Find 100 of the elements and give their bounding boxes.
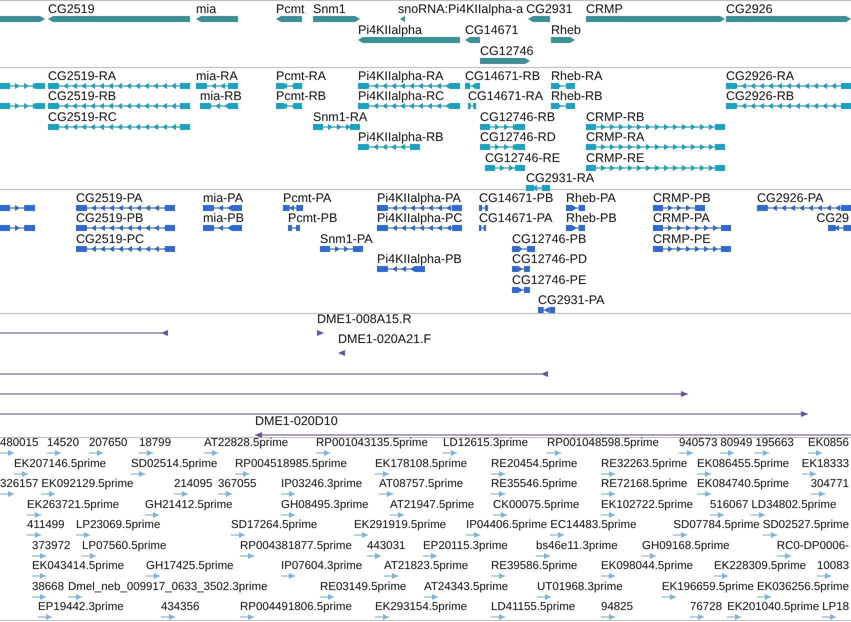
feature-label: 14520	[47, 437, 79, 450]
feature-label: Pcmt-PB	[288, 212, 338, 226]
feature-label: EP20115.3prime	[423, 540, 508, 552]
feature-label: CG2931	[526, 3, 573, 17]
feature-label: EK207146.5prime	[14, 458, 106, 470]
feature-label: Pcmt-RA	[276, 70, 326, 84]
feature-label: CG12746-PE	[512, 274, 586, 288]
feature-label: 38668	[32, 580, 64, 594]
feature-label: 373972	[32, 540, 70, 552]
feature-label: Snm1	[313, 3, 346, 17]
feature-label: CG29	[816, 212, 849, 226]
feature-label: 304771	[810, 478, 849, 491]
feature-label: Pi4KIIalpha	[358, 24, 422, 38]
feature-label: EC14483.5prime	[550, 519, 637, 532]
feature-label: EK043414.5prime	[32, 560, 124, 573]
feature-label: EK084740.5prime	[697, 478, 790, 491]
feature-label: EK201040.5prime	[727, 601, 820, 614]
feature-label: RP004491806.5prime	[240, 601, 352, 614]
feature-label: EP19442.3prime	[38, 601, 124, 614]
feature-label: SD02514.5prime	[131, 458, 218, 470]
feature-label: Rheb-RA	[551, 70, 602, 84]
feature-label: CG12746-RE	[485, 152, 560, 166]
feature-label: RP001048598.5prime	[547, 437, 659, 450]
feature-label: RE20454.5prime	[491, 458, 578, 470]
feature-label: CRMP-PB	[653, 192, 711, 206]
feature-label: CG2926	[726, 3, 773, 17]
feature-label: EK0856	[808, 437, 849, 450]
feature-label: DME1-020D10	[255, 415, 338, 429]
feature-label: RP004518985.5prime	[235, 458, 347, 470]
feature-label: AT21823.5prime	[384, 560, 468, 573]
feature-label: LD41155.5prime	[491, 601, 576, 614]
feature-label: 18799	[139, 437, 171, 450]
feature-label: AT22828.5prime	[204, 437, 288, 450]
feature-label: GH21412.5prime	[145, 498, 233, 512]
feature-label: Pi4KIIalpha-PB	[377, 253, 462, 267]
feature-label: CG14671	[465, 24, 519, 38]
feature-label: GH09168.5prime	[642, 540, 730, 552]
feature-label: AT21947.5prime	[390, 498, 474, 512]
feature-label: LD12615.3prime	[443, 437, 528, 450]
feature-label: DME1-020A21.F	[338, 333, 432, 347]
feature-label: mia	[196, 3, 216, 17]
feature-label: mia-PB	[203, 212, 244, 226]
feature-label: CRMP-RE	[586, 152, 644, 166]
feature-label: SD07784.5prime	[673, 519, 760, 532]
feature-label: Snm1-RA	[313, 110, 368, 125]
feature-label: CG14671-PA	[479, 212, 552, 226]
feature-label: CG2931-PA	[538, 294, 604, 308]
feature-label: CG2519-RC	[48, 110, 117, 125]
feature-label: EK196659.5prime	[662, 580, 754, 594]
feature-label: CG12746-PB	[512, 232, 586, 247]
feature-label: 94825	[601, 601, 633, 614]
feature-label: IP07604.3prime	[281, 560, 362, 573]
feature-label: CG2519-RB	[48, 90, 116, 104]
feature-label: EK092129.5prime	[41, 478, 134, 491]
feature-label: LP23069.5prime	[76, 519, 160, 532]
feature-label: 367055	[218, 478, 256, 491]
feature-label: CG2926-PA	[757, 192, 824, 206]
feature-label: EK102722.5prime	[601, 498, 694, 512]
feature-label: EK263721.5prime	[27, 498, 120, 512]
feature-label: RC0-DP0006-	[776, 540, 849, 552]
feature-label: EK086455.5prime	[697, 458, 790, 470]
feature-label: Pi4KIIalpha-RB	[358, 131, 444, 145]
feature-label: SD17264.5prime	[231, 519, 318, 532]
feature-label: 80949	[720, 437, 752, 450]
feature-label: UT01968.3prime	[537, 580, 623, 594]
feature-label: 411499	[27, 519, 65, 532]
feature-label: 207650	[89, 437, 128, 450]
feature-label: CRMP-PA	[653, 212, 710, 226]
feature-label: CG2519-RA	[48, 70, 116, 84]
feature-label: LP18	[822, 601, 849, 614]
feature-label: CG2519-PB	[76, 212, 144, 226]
feature-label: RE03149.5prime	[320, 580, 406, 594]
feature-label: mia-RA	[196, 70, 238, 84]
feature-label: RE32263.5prime	[601, 458, 688, 470]
feature-label: 516067	[710, 498, 748, 512]
feature-label: Dmel_neb_009917_0633_3502.3prime	[68, 580, 268, 594]
feature-label: Rheb-PA	[566, 192, 616, 206]
feature-label: EK228309.5prime	[714, 560, 806, 573]
feature-label: CG2926-RA	[726, 70, 794, 84]
feature-label: mia-PA	[203, 192, 244, 206]
feature-label: 195663	[755, 437, 794, 450]
feature-label: LP07560.5prime	[82, 540, 166, 552]
feature-label: CRMP	[586, 3, 623, 17]
feature-label: CG2519-PC	[76, 232, 144, 247]
feature-label: CG12746-PD	[512, 253, 588, 267]
feature-label: 480015	[0, 437, 38, 450]
feature-label: Pcmt	[276, 3, 304, 17]
feature-label: CRMP-PE	[653, 232, 711, 247]
feature-label: 214095	[174, 478, 212, 491]
feature-label: Rheb	[551, 24, 581, 38]
feature-label: CG12746-RB	[480, 110, 556, 125]
feature-label: CG2926-RB	[726, 90, 794, 104]
feature-label: 434356	[161, 601, 200, 614]
feature-label: AT08757.5prime	[379, 478, 464, 491]
feature-label: AT24343.5prime	[424, 580, 508, 594]
feature-label: Rheb-RB	[551, 90, 602, 104]
feature-label: 940573	[679, 437, 718, 450]
feature-label: CRMP-RA	[586, 131, 644, 145]
feature-label: IP04406.5prime	[466, 519, 548, 532]
feature-label: Pcmt-RB	[276, 90, 326, 104]
